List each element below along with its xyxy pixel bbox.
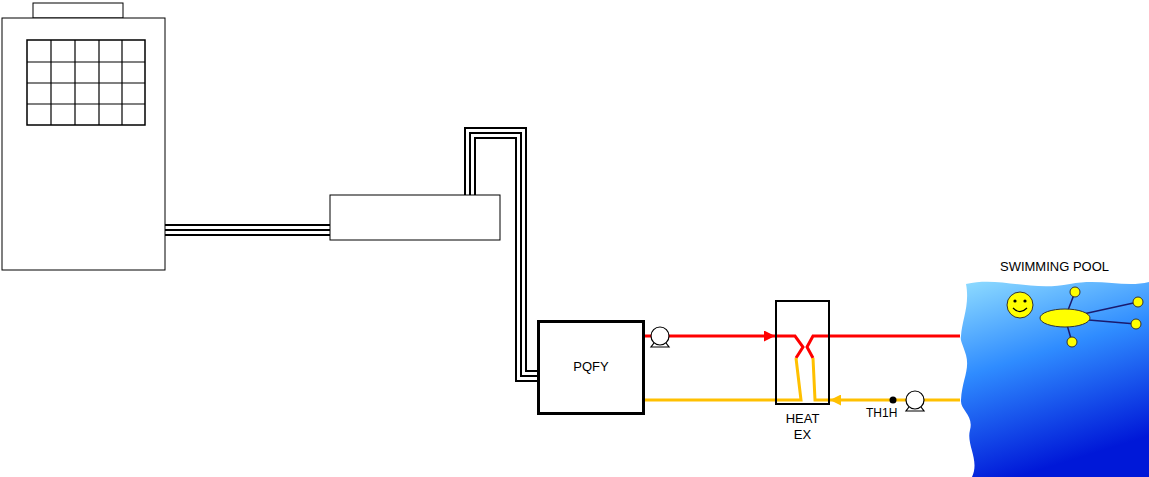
pipe-gap [470,133,542,376]
pump-symbol [651,327,669,347]
exchanger-coils [777,302,828,403]
refrigerant-pipes [160,133,542,376]
pool-outline [960,280,1149,477]
swimmer-hand [1067,337,1077,347]
outdoor-unit [2,3,165,270]
pipe-divider [160,229,335,231]
swimmer-eye [1013,299,1016,302]
node-heading: SWIMMING POOL [1000,259,1109,275]
pump-body [906,391,924,409]
pool-shape: SWIMMING POOL [960,280,1149,477]
sensor-dot [890,397,897,404]
swimmer-smile [1013,308,1027,312]
swimmer-face [1007,292,1033,318]
unit-casing [2,18,165,270]
pool-water [961,282,1149,477]
swimmer-hand [1070,287,1080,297]
pump-body [651,327,669,345]
pipe-outline [160,224,335,236]
node-heading: HEAT EX [780,411,826,444]
pump-symbol [906,391,924,411]
pipe-gap [160,226,335,234]
coil-line [777,336,803,358]
water-pipe [645,399,775,402]
heat-exchanger: HEAT EX [775,300,830,405]
swimmer-eye [1023,299,1026,302]
pipe-outline [470,133,542,376]
unit-top [33,3,123,18]
unit-name: PQFY [573,359,608,375]
branch-box [330,195,500,240]
coil-line [807,336,828,358]
swimmer-hand [1131,319,1141,329]
swimmer [1007,287,1143,347]
swimmer-body [1040,309,1090,327]
swimmer-hand [1133,297,1143,307]
water-pipe [830,335,960,338]
fan-grille [27,40,145,125]
pipe-divider [470,133,542,376]
coil-line [777,358,801,400]
unit-box: PQFY [537,320,645,415]
sensor-label: TH1H [866,406,897,420]
grille-lines [27,40,145,125]
coil-line [813,358,828,400]
